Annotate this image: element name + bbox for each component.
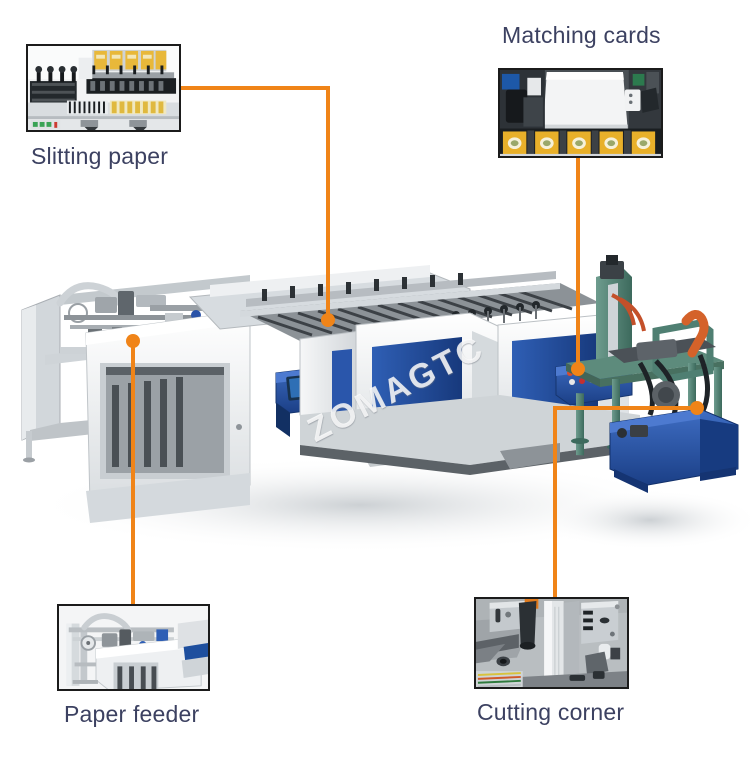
label-paper-feeder: Paper feeder xyxy=(64,701,200,727)
anchor-dot-cutting-corner[interactable] xyxy=(690,401,704,415)
connector-line-slitting-paper xyxy=(181,86,330,320)
connector-line-cutting-corner xyxy=(553,406,697,597)
thumbnail-cutting-corner[interactable] xyxy=(474,597,629,689)
matching-cards-photo xyxy=(500,70,661,156)
paper-feeder-photo xyxy=(59,606,208,689)
slitting-paper-photo xyxy=(28,46,179,130)
thumbnail-slitting-paper[interactable] xyxy=(26,44,181,132)
machine-corner-cutting-unit xyxy=(566,255,739,493)
thumbnail-matching-cards[interactable] xyxy=(498,68,663,158)
label-slitting-paper: Slitting paper xyxy=(31,143,169,169)
thumbnail-paper-feeder[interactable] xyxy=(57,604,210,691)
label-matching-cards: Matching cards xyxy=(502,22,661,48)
machine-paper-feeder-unit xyxy=(21,275,251,523)
cutting-corner-photo xyxy=(476,599,627,687)
anchor-dot-slitting-paper[interactable] xyxy=(321,313,335,327)
label-cutting-corner: Cutting corner xyxy=(477,699,625,725)
anchor-dot-matching-cards[interactable] xyxy=(571,362,585,376)
anchor-dot-paper-feeder[interactable] xyxy=(126,334,140,348)
